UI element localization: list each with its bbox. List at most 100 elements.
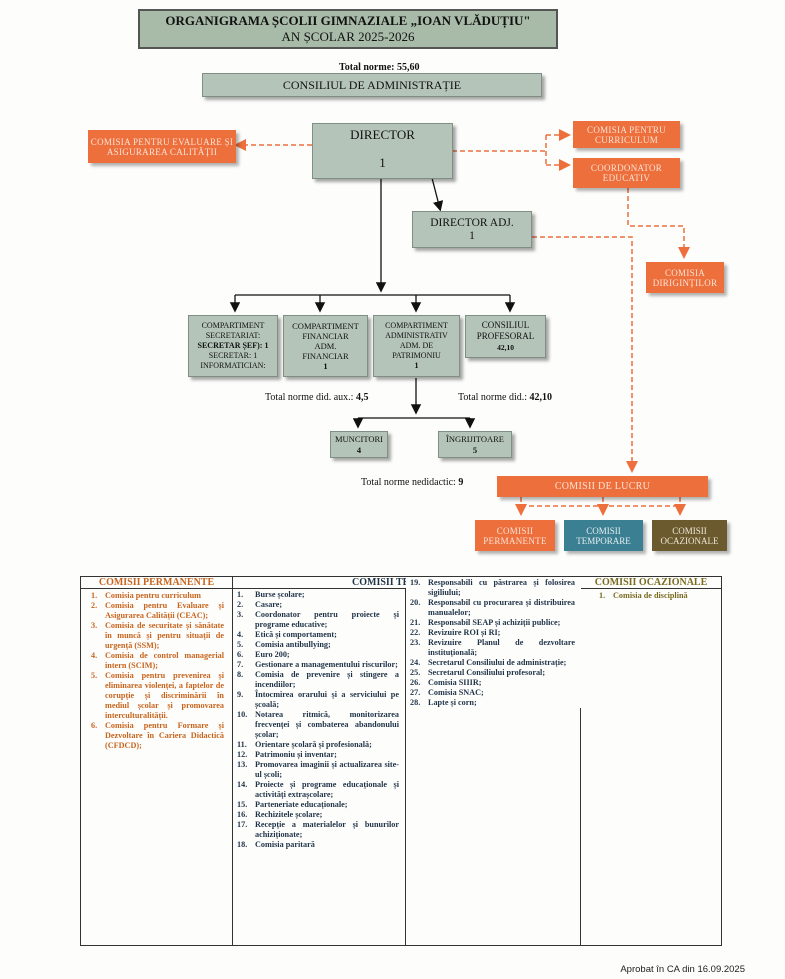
col-ocazionale: COMISII OCAZIONALE 1. Comisia de discipli… [581,577,721,945]
list-item: 1.Comisia pentru curriculum [91,591,224,601]
director-label: DIRECTOR [350,127,415,142]
list-item: 1. Comisia de disciplină [599,591,715,601]
item-text: Comisia pentru prevenirea și eliminarea … [105,671,224,720]
item-number: 16. [237,810,248,819]
list-item: 18. Comisia paritară [237,840,399,850]
list-item: 4. Comisia de control managerial intern (… [91,651,224,671]
item-number: 9. [237,690,244,699]
director-adj-count: 1 [469,229,475,242]
list-item: 19.Responsabili cu păstrarea și folosire… [410,578,575,598]
item-text: Euro 200; [255,650,290,659]
item-number: 20. [410,598,421,607]
item-number: 19. [410,578,421,587]
approval-note: Aprobat în CA din 16.09.2025 [620,964,745,975]
item-text: Comisia pentru Formare și Dezvoltare în … [105,721,224,750]
item-text: Responsabil SEAP și achiziții publice; [428,618,561,627]
item-number: 22. [410,628,421,637]
item-text: Orientare școlară și profesională; [255,740,372,749]
comisia-ceac: COMISIA PENTRU EVALUARE ȘI ASIGURAREA CA… [88,130,236,163]
list-item: 9.Întocmirea orarului și a serviciului p… [237,690,399,710]
item-number: 1. [91,591,98,600]
list-item: 27.Comisia SNAC; [410,688,575,698]
list-ocazionale: 1. Comisia de disciplină [581,589,721,601]
item-number: 5. [91,671,98,680]
list-temporare-a: 1. Burse școlare;2.Casare;3.Coordonator p… [233,588,406,945]
item-number: 4. [237,630,244,639]
list-item: 10.Notarea ritmică, monitorizarea frecve… [237,710,399,740]
item-number: 1. [237,590,244,599]
director-adj-label: DIRECTOR ADJ. [430,216,514,229]
compartiment-secretariat: COMPARTIMENT SECRETARIAT: SECRETAR ȘEF):… [188,315,278,377]
director-count: 1 [379,155,386,170]
list-temporare-b: 19.Responsabili cu păstrarea și folosire… [406,577,581,708]
list-item: 3.Coordonator pentru proiecte și program… [237,610,399,630]
list-item: 16. Rechizitele școlare; [237,810,399,820]
list-item: 17.Recepție a materialelor și bunurilor … [237,820,399,840]
item-number: 2. [91,601,98,610]
coordonator-educativ: COORDONATOR EDUCATIV [573,158,680,188]
list-item: 8.Comisia de prevenire și stingere a inc… [237,670,399,690]
item-number: 1. [599,591,606,600]
comisii-temporare-box: COMISII TEMPORARE [564,520,643,551]
list-item: 25. Secretarul Consiliului profesoral; [410,668,575,678]
item-text: Secretarul Consiliului de administrație; [428,658,567,667]
item-number: 4. [91,651,98,660]
list-item: 23. Revizuire Planul de dezvoltare instit… [410,638,575,658]
item-number: 12. [237,750,248,759]
item-text: Comisia de disciplină [613,591,688,600]
item-text: Comisia de securitate și sănătate în mun… [105,621,224,650]
item-number: 14. [237,780,248,789]
col-permanente: COMISII PERMANENTE 1.Comisia pentru curr… [81,577,233,945]
chart-title: ORGANIGRAMA ȘCOLII GIMNAZIALE „IOAN VLĂD… [138,9,558,49]
director-box: DIRECTOR 1 [312,123,453,179]
item-number: 26. [410,678,421,687]
item-number: 3. [91,621,98,630]
compartiment-financiar: COMPARTIMENT FINANCIAR ADM. FINANCIAR 1 [283,315,368,377]
list-item: 5.Comisia antibullying; [237,640,399,650]
item-text: Comisia antibullying; [255,640,331,649]
list-item: 14. Proiecte și programe educaționale și … [237,780,399,800]
item-number: 17. [237,820,248,829]
item-text: Parteneriate educaționale; [255,800,348,809]
item-text: Coordonator pentru proiecte și programe … [255,610,399,629]
list-item: 5. Comisia pentru prevenirea și eliminare… [91,671,224,721]
list-item: 2.Casare; [237,600,399,610]
comisii-table: COMISII PERMANENTE 1.Comisia pentru curr… [80,576,722,946]
header-ocazionale: COMISII OCAZIONALE [581,577,721,589]
item-text: Burse școlare; [255,590,305,599]
item-number: 10. [237,710,248,719]
item-text: Rechizitele școlare; [255,810,323,819]
consiliu-administratie: CONSILIUL DE ADMINISTRAȚIE [202,73,542,97]
list-item: 26.Comisia SIIIR; [410,678,575,688]
item-number: 23. [410,638,421,647]
header-permanente: COMISII PERMANENTE [81,577,232,589]
director-adj-box: DIRECTOR ADJ. 1 [412,211,532,248]
item-text: Lapte și corn; [428,698,477,707]
list-item: 6.Euro 200; [237,650,399,660]
comisia-curriculum: COMISIA PENTRU CURRICULUM [573,121,680,148]
item-text: Comisia SNAC; [428,688,484,697]
item-text: Patrimoniu și inventar; [255,750,337,759]
list-item: 1. Burse școlare; [237,590,399,600]
item-number: 18. [237,840,248,849]
item-number: 25. [410,668,421,677]
item-number: 28. [410,698,421,707]
item-number: 6. [91,721,98,730]
item-text: Comisia de control managerial intern (SC… [105,651,224,670]
item-text: Comisia paritară [255,840,315,849]
item-text: Proiecte și programe educaționale și act… [255,780,399,799]
item-number: 11. [237,740,247,749]
list-item: 24. Secretarul Consiliului de administraț… [410,658,575,668]
item-number: 13. [237,760,248,769]
title-line2: AN ȘCOLAR 2025-2026 [281,29,415,44]
list-item: 6. Comisia pentru Formare și Dezvoltare î… [91,721,224,751]
list-item: 21.Responsabil SEAP și achiziții publice… [410,618,575,628]
item-number: 24. [410,658,421,667]
col-temporare: COMISII TEMPORARE 1.Burse școlare;2.Casa… [233,577,581,945]
title-line1: ORGANIGRAMA ȘCOLII GIMNAZIALE „IOAN VLĂD… [165,13,531,28]
item-text: Revizuire Planul de dezvoltare instituți… [428,638,575,657]
total-norme: Total norme: 55,60 [339,62,420,73]
list-item: 4.Etică și comportament; [237,630,399,640]
item-text: Secretarul Consiliului profesoral; [428,668,546,677]
